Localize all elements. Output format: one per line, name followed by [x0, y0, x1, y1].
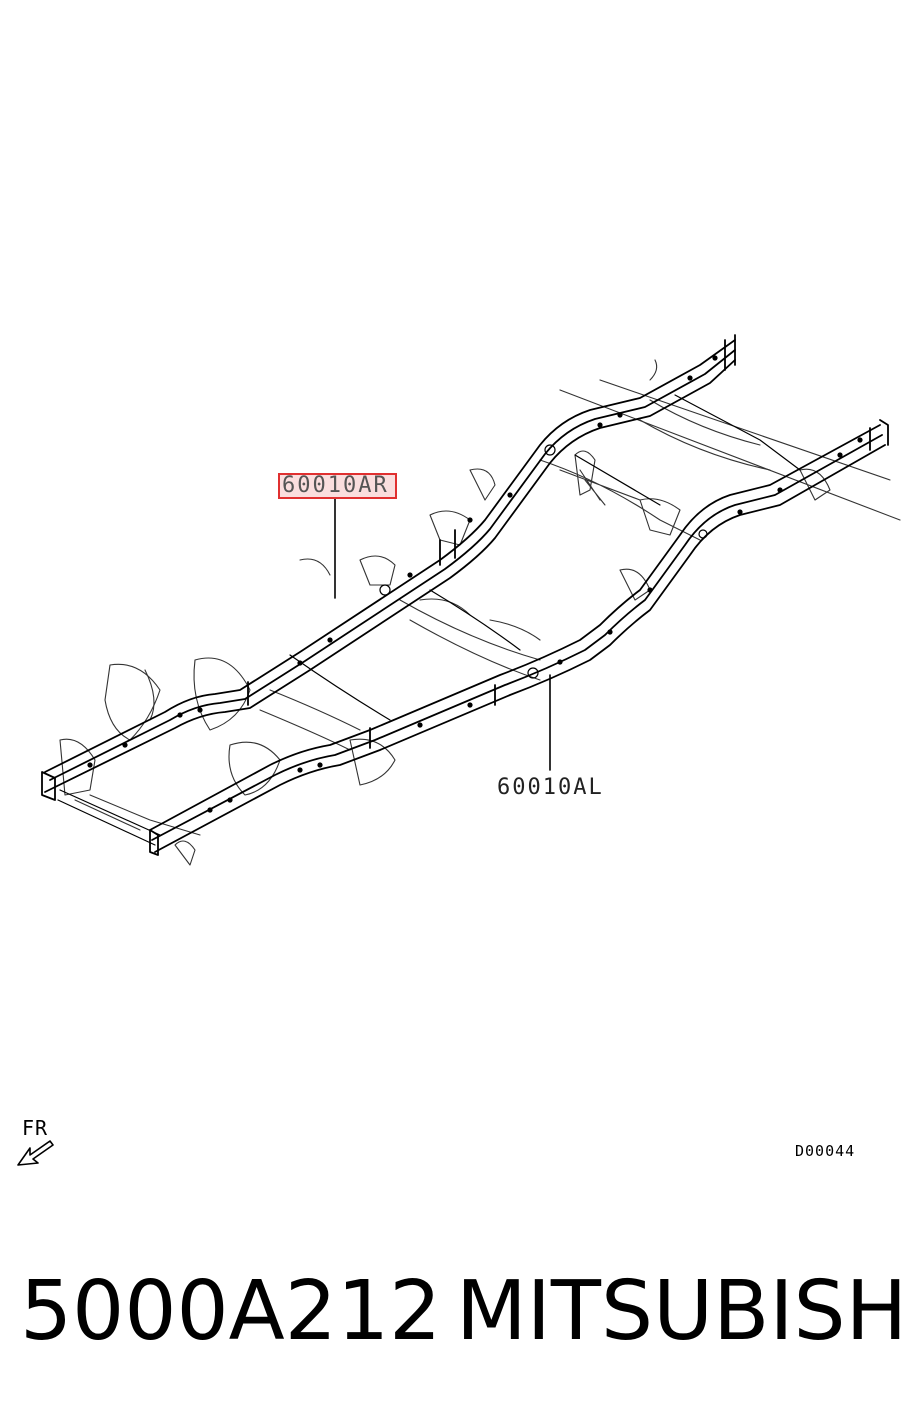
- part-number: 5000A212: [20, 1264, 442, 1359]
- right-frame-rail: [41, 334, 736, 801]
- cross-members: [57, 394, 801, 846]
- diagram-code: D00044: [795, 1142, 856, 1160]
- brand-name: MITSUBISHI: [456, 1264, 909, 1359]
- callout-60010ar[interactable]: 60010AR: [278, 473, 397, 499]
- front-direction-arrow-icon: [17, 1140, 54, 1166]
- left-frame-rail: [149, 419, 889, 856]
- callout-60010al[interactable]: 60010AL: [497, 775, 604, 800]
- frame-holes: [87, 355, 863, 813]
- front-direction-label: FR: [22, 1116, 49, 1140]
- background-components: [59, 359, 901, 866]
- leader-lines: [334, 497, 551, 771]
